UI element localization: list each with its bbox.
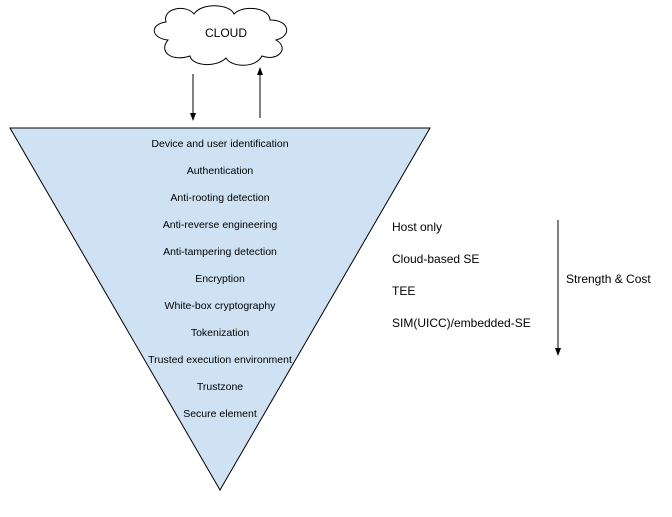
security-layers-triangle (9, 127, 431, 491)
layer-label: Device and user identification (151, 138, 289, 150)
layer-label: Tokenization (190, 327, 250, 339)
layer-label: Trusted execution environment (148, 354, 292, 366)
strength-cost-label: Strength & Cost (566, 272, 651, 286)
option-sim-embedded-se: SIM(UICC)/embedded-SE (392, 316, 531, 330)
layer-label: Secure element (183, 408, 257, 420)
layer-label: White-box cryptography (164, 300, 276, 312)
option-cloud-based-se: Cloud-based SE (392, 252, 480, 266)
layer-label: Anti-rooting detection (170, 192, 270, 204)
layer-label: Encryption (195, 273, 245, 285)
layer-label: Trustzone (196, 381, 244, 393)
cloud-shape (153, 5, 287, 66)
layer-label: Anti-tampering detection (163, 246, 277, 258)
cloud-label: CLOUD (204, 26, 247, 40)
layer-label: Anti-reverse engineering (162, 219, 278, 231)
option-host-only: Host only (392, 220, 443, 234)
option-tee: TEE (392, 284, 416, 298)
layer-label: Authentication (186, 165, 254, 177)
